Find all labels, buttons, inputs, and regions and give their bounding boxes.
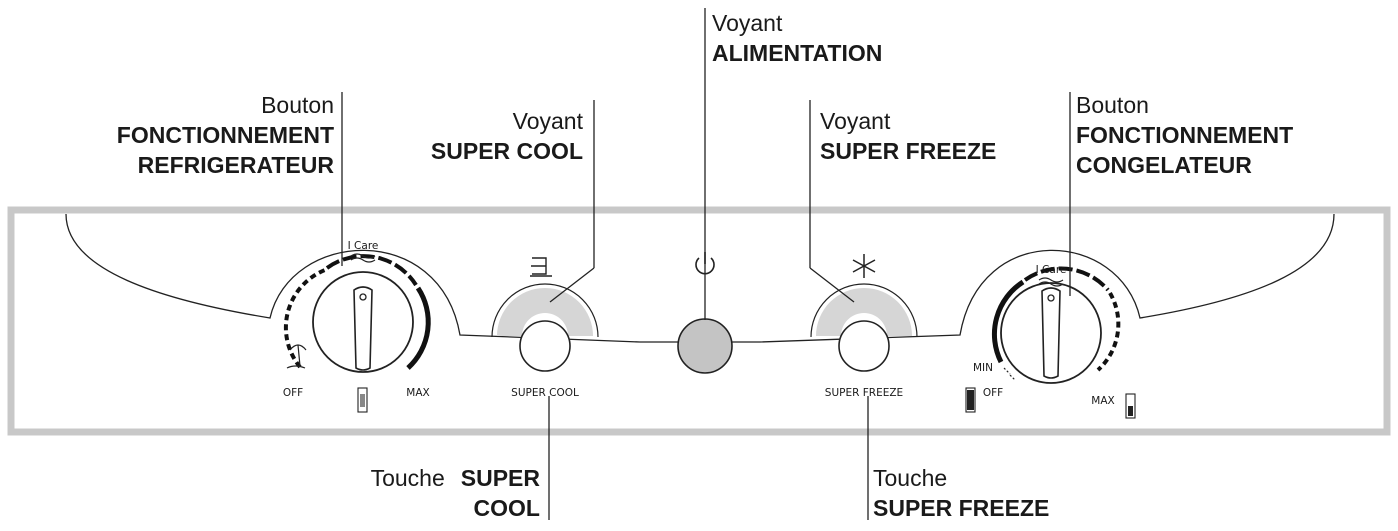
callout-name-line1: SUPER: [460, 465, 540, 491]
callout-name-line2: REFRIGERATEUR: [137, 152, 334, 178]
bottle-icon: [1125, 393, 1136, 419]
callout-kind: Voyant: [820, 108, 891, 134]
callout-supercool-indicator: Voyant SUPER COOL: [431, 106, 583, 166]
callout-kind: Touche: [370, 465, 445, 491]
callout-kind: Voyant: [512, 108, 583, 134]
freezer-off-label: OFF: [983, 387, 1003, 399]
fridge-off-label: OFF: [283, 387, 303, 399]
fridge-knob[interactable]: [283, 254, 431, 373]
superfreeze-button-label: SUPER FREEZE: [825, 387, 903, 399]
supercool-button-label: SUPER COOL: [511, 387, 579, 399]
supercool-button[interactable]: [519, 320, 571, 372]
callout-fridge-knob: Bouton FONCTIONNEMENT REFRIGERATEUR: [117, 90, 334, 180]
superfreeze-button[interactable]: [838, 320, 890, 372]
callout-name: ALIMENTATION: [712, 40, 883, 66]
superfreeze-indicator: [816, 288, 912, 336]
callout-name: SUPER COOL: [430, 138, 583, 164]
callout-superfreeze-indicator: Voyant SUPER FREEZE: [820, 106, 996, 166]
freezer-max-label: MAX: [1091, 395, 1114, 407]
callout-supercool-button: Touche SUPER COOL: [340, 463, 540, 523]
callout-kind: Touche: [873, 465, 948, 491]
callout-name-line2: CONGELATEUR: [1076, 152, 1252, 178]
freezer-min-label: MIN: [973, 362, 993, 374]
callout-name-line1: FONCTIONNEMENT: [116, 122, 334, 148]
callout-name: SUPER FREEZE: [820, 138, 997, 164]
snowflake-icon: [852, 254, 876, 278]
panel-frame: [7, 206, 1391, 436]
hand-icon: [1038, 277, 1064, 287]
bottle-icon: [357, 387, 368, 413]
callout-power-indicator: Voyant ALIMENTATION: [712, 8, 882, 68]
leader-lines: [341, 8, 1071, 520]
callout-kind: Bouton: [1076, 92, 1149, 118]
callout-superfreeze-button: Touche SUPER FREEZE: [873, 463, 1049, 523]
callout-name-line1: FONCTIONNEMENT: [1076, 122, 1294, 148]
fridge-max-label: MAX: [406, 387, 429, 399]
callout-freezer-knob: Bouton FONCTIONNEMENT CONGELATEUR: [1076, 90, 1293, 180]
hand-icon: [350, 253, 376, 263]
power-light: [677, 318, 733, 374]
callout-name: SUPER FREEZE: [873, 495, 1050, 521]
callout-name-line2: COOL: [473, 495, 540, 521]
freezer-knob[interactable]: [991, 266, 1121, 384]
callout-kind: Voyant: [712, 10, 783, 36]
cart-icon: [530, 257, 552, 277]
callout-kind: Bouton: [261, 92, 334, 118]
beach-icon: [286, 344, 307, 369]
bottle-icon: [965, 387, 976, 413]
supercool-indicator: [497, 288, 593, 336]
freezer-knob-top-label: I Care: [1036, 264, 1067, 276]
fridge-knob-top-label: I Care: [348, 240, 379, 252]
